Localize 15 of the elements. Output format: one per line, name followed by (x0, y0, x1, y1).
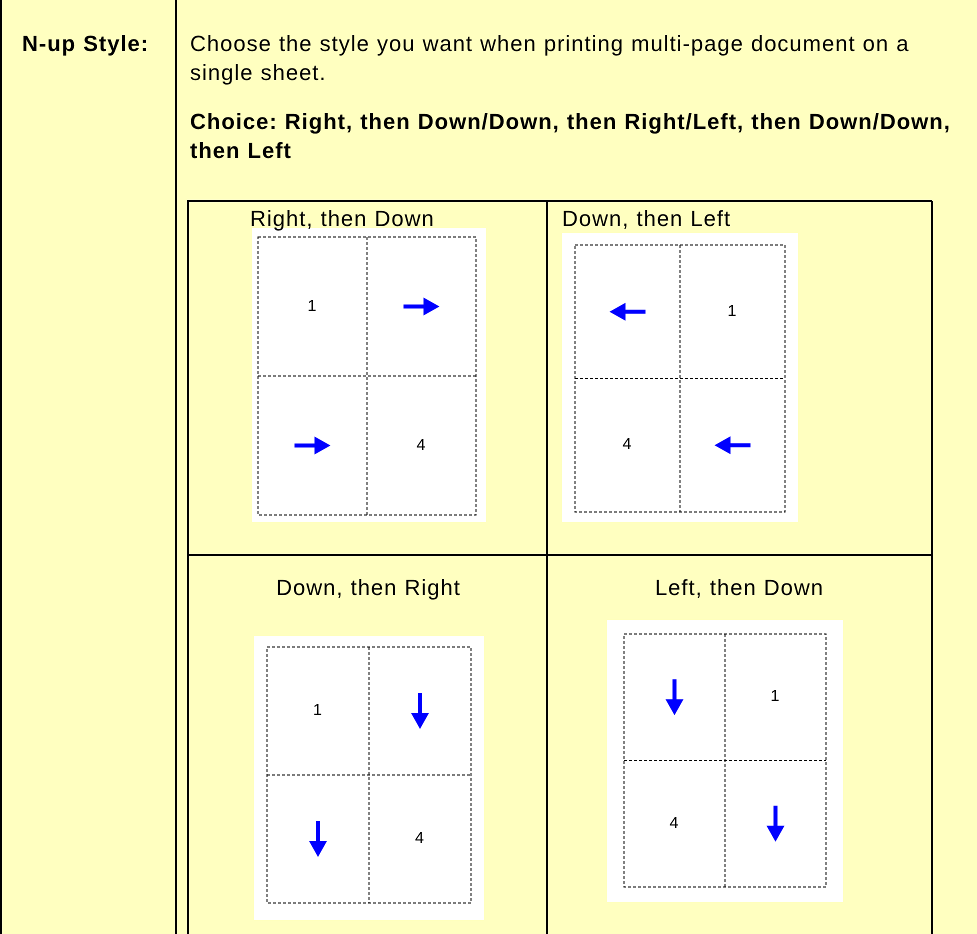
page-number: 4 (668, 814, 680, 834)
thumbnail-caption: Right, then Down (250, 205, 436, 233)
thumbnail-caption: Down, then Left (562, 205, 732, 233)
row-heading: N-up Style: (22, 30, 150, 58)
thumbnail-caption: Down, then Right (275, 574, 462, 602)
page-number: 4 (414, 829, 426, 849)
page-number: 1 (770, 687, 782, 708)
thumbnail-caption: Left, then Down (654, 574, 826, 602)
page-number: 4 (416, 436, 428, 456)
page-number: 4 (622, 435, 634, 456)
description-text: Choose the style you want when printing multi-page document on a single sheet. (190, 30, 910, 87)
choice-text: Choice: Right, then Down/Down, then Right/Left, then Down/Down, then Left (190, 108, 952, 165)
page-number: 1 (306, 296, 318, 316)
page-number: 1 (726, 302, 738, 322)
page-number: 1 (312, 701, 324, 721)
